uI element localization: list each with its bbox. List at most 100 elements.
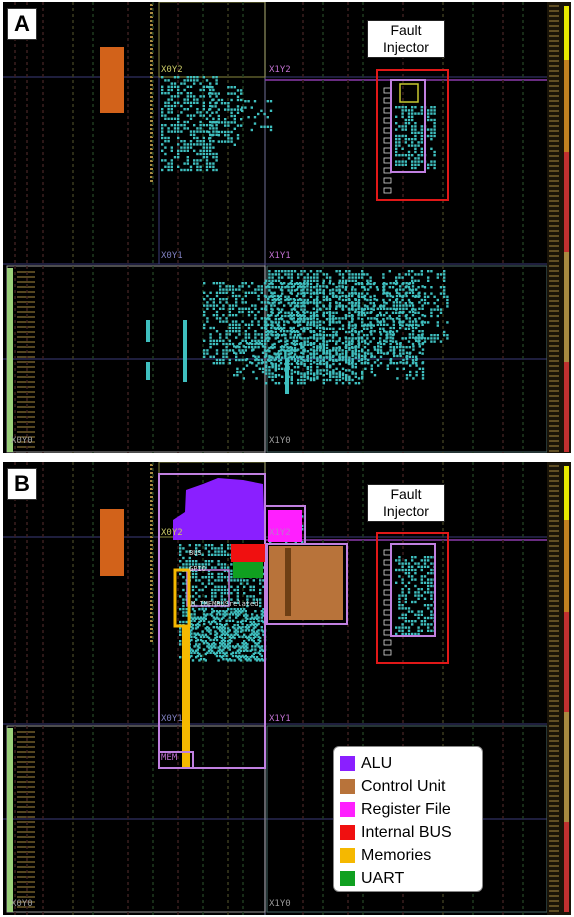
placed-cell <box>301 528 304 531</box>
placed-cell <box>274 327 277 330</box>
fault-injector-pblock <box>390 79 426 173</box>
placed-cell <box>219 645 222 648</box>
placed-cell <box>414 591 417 594</box>
placed-cell <box>399 323 402 326</box>
placed-cell <box>260 333 263 336</box>
placed-cell <box>293 359 297 362</box>
placed-cell <box>369 321 372 324</box>
placed-cell <box>202 85 205 88</box>
placed-cell <box>338 370 341 374</box>
placed-cell <box>207 569 211 572</box>
placed-cell <box>421 307 424 310</box>
placed-cell <box>297 286 300 289</box>
placed-cell <box>328 317 331 320</box>
placed-cell <box>401 295 404 298</box>
placed-cell <box>372 308 375 311</box>
placed-cell <box>299 333 302 336</box>
placed-cell <box>281 282 284 286</box>
io-buffer <box>383 147 392 154</box>
placed-cell <box>233 143 236 146</box>
placed-cell <box>341 294 344 298</box>
placed-cell <box>227 105 230 108</box>
placed-cell <box>202 149 205 152</box>
placed-cell <box>230 592 233 595</box>
placed-cell <box>395 160 398 163</box>
placed-cell <box>217 550 220 553</box>
placed-cell <box>271 343 274 346</box>
placed-cell <box>348 356 351 359</box>
placed-cell <box>215 613 219 616</box>
placed-cell <box>267 323 270 326</box>
placed-cell <box>420 594 423 597</box>
legend-label: ALU <box>361 754 393 772</box>
placed-cell <box>351 351 354 354</box>
placed-cell <box>420 131 423 134</box>
placed-cell <box>201 617 204 620</box>
placed-cell <box>224 134 227 137</box>
placed-cell <box>423 620 427 623</box>
placed-cell <box>271 282 274 286</box>
placed-cell <box>398 160 401 163</box>
placed-cell <box>193 79 196 82</box>
placed-cell <box>287 276 290 279</box>
placed-cell <box>411 138 414 141</box>
placed-cell <box>198 579 201 582</box>
mem-block-label: MEM <box>161 753 178 763</box>
io-tile <box>150 20 153 22</box>
placed-cell <box>325 343 329 346</box>
placed-cell <box>309 311 313 314</box>
placed-cell <box>361 276 364 279</box>
placed-cell <box>217 627 220 630</box>
placed-cell <box>301 540 304 544</box>
placed-cell <box>254 635 257 638</box>
placed-cell <box>227 627 230 630</box>
placed-cell <box>214 630 217 633</box>
placed-cell <box>241 106 244 109</box>
placed-cell <box>268 318 271 321</box>
placed-cell <box>205 143 209 146</box>
placed-cell <box>212 152 215 156</box>
placed-cell <box>191 601 195 604</box>
placed-cell <box>338 375 341 378</box>
placed-cell <box>389 326 392 330</box>
placed-cell <box>345 305 348 308</box>
placed-cell <box>265 369 268 372</box>
placed-cell <box>201 576 204 579</box>
placed-cell <box>243 656 246 659</box>
placed-cell <box>395 289 398 292</box>
placed-cell <box>173 124 177 127</box>
placed-cell <box>345 286 348 289</box>
placed-cell <box>235 320 238 323</box>
placed-cell <box>345 345 348 348</box>
placed-cell <box>206 352 209 355</box>
placed-cell <box>407 270 411 273</box>
placed-cell <box>319 369 322 372</box>
placed-cell <box>208 130 211 134</box>
io-tile <box>150 24 153 26</box>
placed-cell <box>399 352 402 355</box>
placed-cell <box>412 377 415 380</box>
placed-cell <box>220 627 223 630</box>
placed-cell <box>300 346 303 350</box>
placed-cell <box>247 346 251 349</box>
placed-cell <box>265 354 268 358</box>
placed-cell <box>260 619 263 622</box>
placed-cell <box>357 377 361 380</box>
placed-cell <box>433 134 436 138</box>
placed-cell <box>236 608 239 611</box>
placed-cell <box>268 302 271 305</box>
placed-cell <box>364 351 367 354</box>
placed-cell <box>219 317 222 320</box>
placed-cell <box>303 308 306 311</box>
placed-cell <box>379 337 382 340</box>
placed-cell <box>199 638 203 642</box>
placed-cell <box>173 95 177 98</box>
placed-cell <box>225 330 228 333</box>
placed-cell <box>367 307 370 310</box>
placed-cell <box>214 588 217 592</box>
placed-cell <box>182 601 185 604</box>
placed-cell <box>332 311 335 314</box>
placed-cell <box>240 98 243 102</box>
placed-cell <box>211 92 214 95</box>
placed-cell <box>414 584 417 588</box>
